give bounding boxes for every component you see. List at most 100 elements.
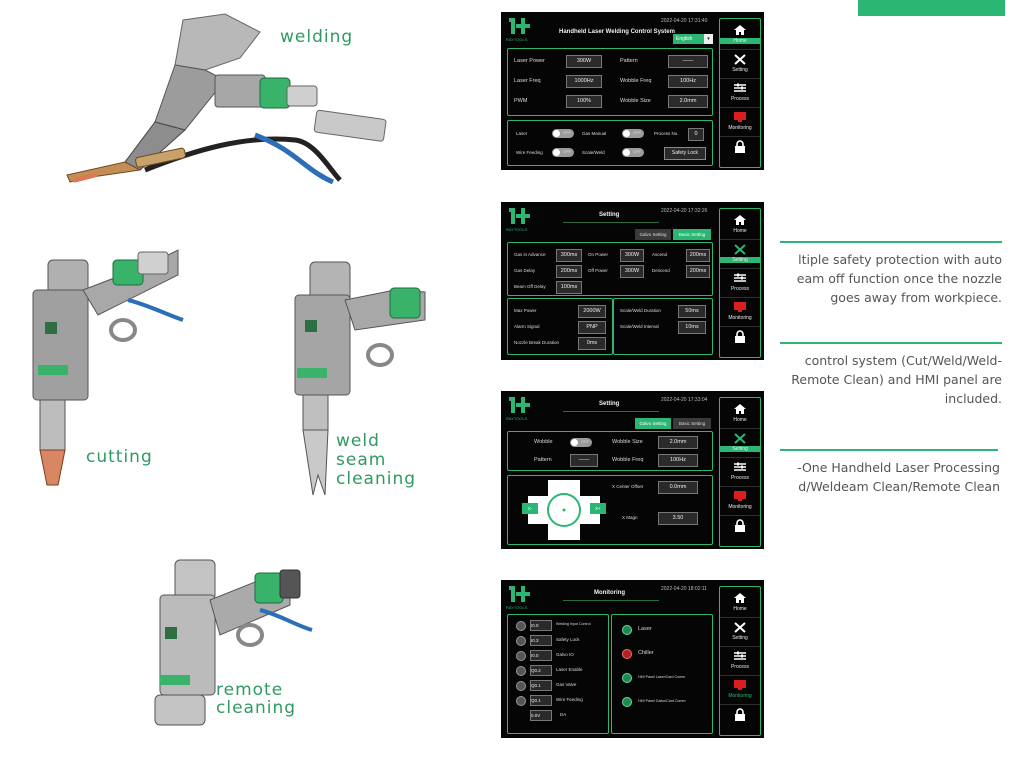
nav-setting[interactable]: Setting <box>720 618 760 647</box>
io-indicator <box>516 636 526 646</box>
galvo-cross-diagram <box>528 480 600 540</box>
wobble-freq-value[interactable]: 100Hz <box>668 75 708 88</box>
monitor-icon <box>734 112 746 122</box>
scale-weld-toggle[interactable]: OFF <box>622 148 644 157</box>
io-code: I0.0 <box>530 620 552 631</box>
clock: 2022-04-20 17:31:40 <box>661 18 708 24</box>
io-indicator <box>516 681 526 691</box>
nav-setting[interactable]: Setting <box>720 429 760 458</box>
gas-delay-value[interactable]: 200ms <box>556 265 582 278</box>
monitor-icon <box>734 680 746 690</box>
io-code: Q0.1 <box>530 695 552 706</box>
alarm-signal-value[interactable]: PNP <box>578 321 606 334</box>
x-magn-value[interactable]: 3.50 <box>658 512 698 525</box>
nav-monitoring[interactable]: Monitoring <box>720 676 760 705</box>
label-remote-cleaning-2: cleaning <box>216 698 297 718</box>
io-panel: I0.0 Welding Input Control I0.3 Safety L… <box>507 614 609 734</box>
nav-lock[interactable] <box>720 327 760 355</box>
param-label: Wobble Freq <box>620 78 652 84</box>
feature-text-control-1: control system (Cut/Weld/Weld- <box>804 353 1002 368</box>
gas-advance-value[interactable]: 300ms <box>556 249 582 262</box>
pattern-value[interactable]: —— <box>668 55 708 68</box>
home-icon <box>734 404 746 414</box>
wobble-size-value[interactable]: 2.0mm <box>668 95 708 108</box>
top-green-tab <box>858 0 1005 16</box>
laser-freq-value[interactable]: 1000Hz <box>566 75 602 88</box>
limits-panel-left: Max Power 2000W Alarm Signal PNP Nozzle … <box>507 298 613 355</box>
scale-weld-duration-value[interactable]: 50ms <box>678 305 706 318</box>
nav-setting[interactable]: Setting <box>720 240 760 269</box>
nav-home[interactable]: Home <box>720 589 760 618</box>
tab-basic-setting[interactable]: Basic Setting <box>673 229 711 240</box>
beam-off-delay-value[interactable]: 100ms <box>556 281 582 294</box>
x-plus-button[interactable]: X+ <box>590 503 606 514</box>
safety-lock-button[interactable]: Safety Lock <box>664 147 706 160</box>
nav-process[interactable]: Process <box>720 647 760 676</box>
nav-process[interactable]: Process <box>720 269 760 298</box>
io-code: Q0.1 <box>530 680 552 691</box>
nav-lock[interactable] <box>720 705 760 733</box>
process-no-value[interactable]: 0 <box>688 128 704 141</box>
nav-monitoring[interactable]: Monitoring <box>720 487 760 516</box>
x-magn-label: X Magn <box>622 515 638 520</box>
language-dropdown[interactable]: English ▾ <box>673 34 713 44</box>
nav-setting[interactable]: Setting <box>720 50 760 79</box>
wobble-toggle[interactable]: OFF <box>570 438 592 447</box>
nav-sidebar: Home Setting Process Monitoring <box>719 586 761 736</box>
on-power-value[interactable]: 300W <box>620 249 644 262</box>
nav-home[interactable]: Home <box>720 211 760 240</box>
nav-lock[interactable] <box>720 137 760 165</box>
ascend-value[interactable]: 200ms <box>686 249 710 262</box>
label-weld-seam-cleaning-2: seam <box>336 450 387 470</box>
pattern-label: Pattern <box>534 457 552 463</box>
laser-toggle[interactable]: OFF <box>552 129 574 138</box>
io-label: Wire Feeding <box>556 697 583 702</box>
r-plus-logo-icon <box>509 208 530 224</box>
label-cutting: cutting <box>86 447 153 467</box>
io-label: Galvo IO <box>556 652 574 657</box>
tab-galvo-setting[interactable]: Galvo Setting <box>635 418 671 429</box>
nav-process[interactable]: Process <box>720 458 760 487</box>
lock-icon <box>735 519 745 532</box>
scale-weld-interval-value[interactable]: 10ms <box>678 321 706 334</box>
lock-icon <box>735 140 745 153</box>
nav-lock[interactable] <box>720 516 760 544</box>
divider <box>780 449 998 451</box>
wobble-size-value[interactable]: 2.0mm <box>658 436 698 449</box>
param-label: Laser Freq <box>514 78 541 84</box>
max-power-value[interactable]: 2000W <box>578 305 606 318</box>
io-code: Q0.2 <box>530 665 552 676</box>
nav-process[interactable]: Process <box>720 79 760 108</box>
param-label: Scale/Weld Duration <box>620 308 661 313</box>
gas-manual-toggle[interactable]: OFF <box>622 129 644 138</box>
clock: 2022-04-20 17:33:04 <box>661 397 708 403</box>
feature-text-processing-2: d/Weldeam Clean/Remote Clean <box>798 479 1000 494</box>
pwm-value[interactable]: 100% <box>566 95 602 108</box>
wire-feeding-toggle[interactable]: OFF <box>552 148 574 157</box>
tools-icon <box>734 54 746 65</box>
x-center-value[interactable]: 0.0mm <box>658 481 698 494</box>
nozzle-break-value[interactable]: 0ms <box>578 337 606 350</box>
pattern-value[interactable]: —— <box>570 454 598 467</box>
nav-home[interactable]: Home <box>720 21 760 50</box>
tab-basic-setting[interactable]: Basic Setting <box>673 418 711 429</box>
laser-power-value[interactable]: 300W <box>566 55 602 68</box>
status-panel: Laser Chiller HMI Panel Laser/Card Comm … <box>611 614 713 734</box>
descend-value[interactable]: 200ms <box>686 265 710 278</box>
off-power-value[interactable]: 300W <box>620 265 644 278</box>
param-label: Ascend <box>652 252 668 257</box>
param-label: Scale/Weld Interval <box>620 324 659 329</box>
lock-icon <box>735 708 745 721</box>
nav-monitoring[interactable]: Monitoring <box>720 108 760 137</box>
label-weld-seam-cleaning-3: cleaning <box>336 469 417 489</box>
param-label: Off Power <box>588 268 608 273</box>
nav-home[interactable]: Home <box>720 400 760 429</box>
tab-galvo-setting[interactable]: Galvo Setting <box>635 229 671 240</box>
wobble-freq-value[interactable]: 100Hz <box>658 454 698 467</box>
x-minus-button[interactable]: X- <box>522 503 538 514</box>
nav-monitoring[interactable]: Monitoring <box>720 298 760 327</box>
tools-icon <box>734 244 746 255</box>
param-label: Gas in Advance <box>514 252 546 257</box>
home-icon <box>734 215 746 225</box>
status-indicator-green <box>622 697 632 707</box>
